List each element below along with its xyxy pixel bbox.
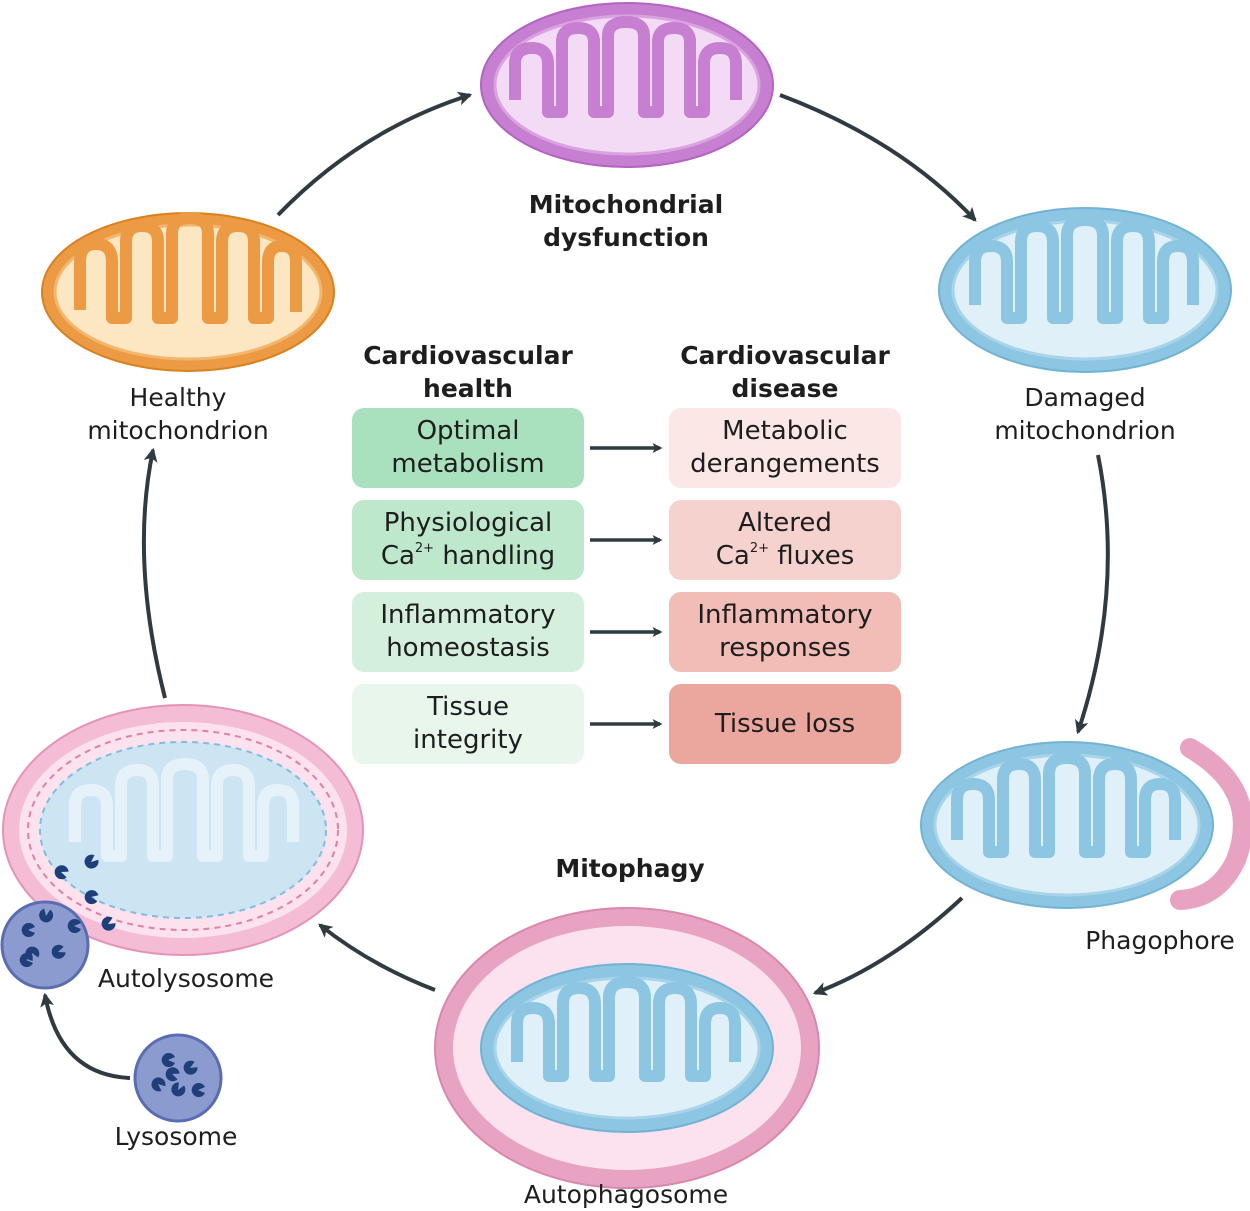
enzyme-glyph (39, 908, 54, 923)
arrow-phagophore-to-autophagosome (812, 896, 964, 996)
label-lysosome: Lysosome (114, 1122, 238, 1151)
enzyme-glyph (161, 1053, 175, 1067)
arrow-autolysosome-to-healthy (141, 447, 167, 699)
disease-box-text: Ca2+ fluxes (715, 541, 855, 571)
autolysosome (0, 704, 364, 990)
disease-box-text: responses (719, 633, 851, 663)
arrow-lysosome-to-autolysosome (40, 992, 131, 1080)
label-autolysosome: Autolysosome (97, 964, 275, 993)
disease-box-text: Metabolic (722, 416, 848, 446)
enzyme-glyph (151, 1077, 166, 1092)
disease-box-text: Tissue loss (714, 708, 856, 739)
enzyme-glyph (171, 1082, 186, 1097)
health-box-text: Optimal (416, 416, 520, 446)
arrow-dysfunction-to-damaged (779, 93, 977, 222)
header-line: health (423, 374, 513, 403)
health-box-text: Ca2+ handling (380, 541, 556, 571)
header-line: Cardiovascular (363, 341, 573, 370)
box-arrows (590, 443, 663, 729)
title-line-2: dysfunction (543, 223, 709, 252)
damaged-mitochondrion (938, 207, 1232, 373)
health-box-text: Tissue (427, 692, 509, 722)
label-healthy-mitochondrion: Healthy mitochondrion (28, 381, 328, 447)
disease-box-text: derangements (690, 449, 880, 479)
dysfunctional-mitochondrion (480, 2, 774, 168)
enzyme-glyph (183, 1060, 198, 1075)
health-box-text: Inflammatory (380, 600, 556, 630)
arrow-healthy-to-dysfunction (276, 91, 473, 217)
cycle-arrows (40, 91, 1110, 1080)
label-line: mitochondrion (994, 416, 1176, 445)
header-line: disease (731, 374, 839, 403)
label-damaged-mitochondrion: Damaged mitochondrion (935, 381, 1235, 447)
enzyme-glyph (101, 916, 116, 931)
enzyme-glyph (19, 953, 33, 968)
enzyme-glyph (67, 919, 81, 933)
title-line-1: Mitochondrial (528, 190, 724, 219)
enzyme-glyph (51, 944, 66, 959)
enzyme-glyph (84, 890, 99, 905)
autophagosome (434, 907, 820, 1189)
healthy-mitochondrion (41, 212, 335, 372)
disease-box-4: Tissue loss (669, 684, 901, 764)
enzyme-glyph (21, 923, 35, 937)
enzyme-glyph (191, 1083, 205, 1097)
title-mitochondrial-dysfunction: Mitochondrial dysfunction (476, 188, 776, 254)
disease-box-text: Altered (738, 508, 832, 538)
header-line: Cardiovascular (680, 341, 890, 370)
health-box-text: Physiological (383, 508, 553, 538)
enzymes (151, 1053, 205, 1097)
health-box-text: integrity (413, 725, 523, 755)
label-line: Healthy (129, 383, 227, 412)
label-line: mitochondrion (87, 416, 269, 445)
lysosome-fused (0, 900, 90, 990)
arrow-damaged-to-phagophore (1075, 454, 1110, 735)
health-box-text: metabolism (391, 449, 545, 479)
enzyme-glyph (165, 1067, 180, 1082)
label-autophagosome: Autophagosome (523, 1180, 729, 1209)
label-line: Damaged (1024, 383, 1146, 412)
enzyme-glyph (84, 854, 99, 869)
health-box-text: homeostasis (386, 633, 550, 663)
header-cardiovascular-health: Cardiovascular health (318, 339, 618, 405)
label-phagophore: Phagophore (1085, 926, 1235, 955)
arrow-autophagosome-to-autolysosome (318, 923, 436, 992)
header-cardiovascular-disease: Cardiovascular disease (635, 339, 935, 405)
phagophore-membrane (1170, 738, 1250, 910)
disease-box-text: Inflammatory (697, 600, 873, 630)
lysosome (133, 1033, 223, 1123)
title-mitophagy: Mitophagy (555, 854, 705, 883)
enzyme-glyph (54, 865, 69, 880)
enzymes (19, 854, 116, 968)
phagophore-stage (920, 738, 1250, 910)
